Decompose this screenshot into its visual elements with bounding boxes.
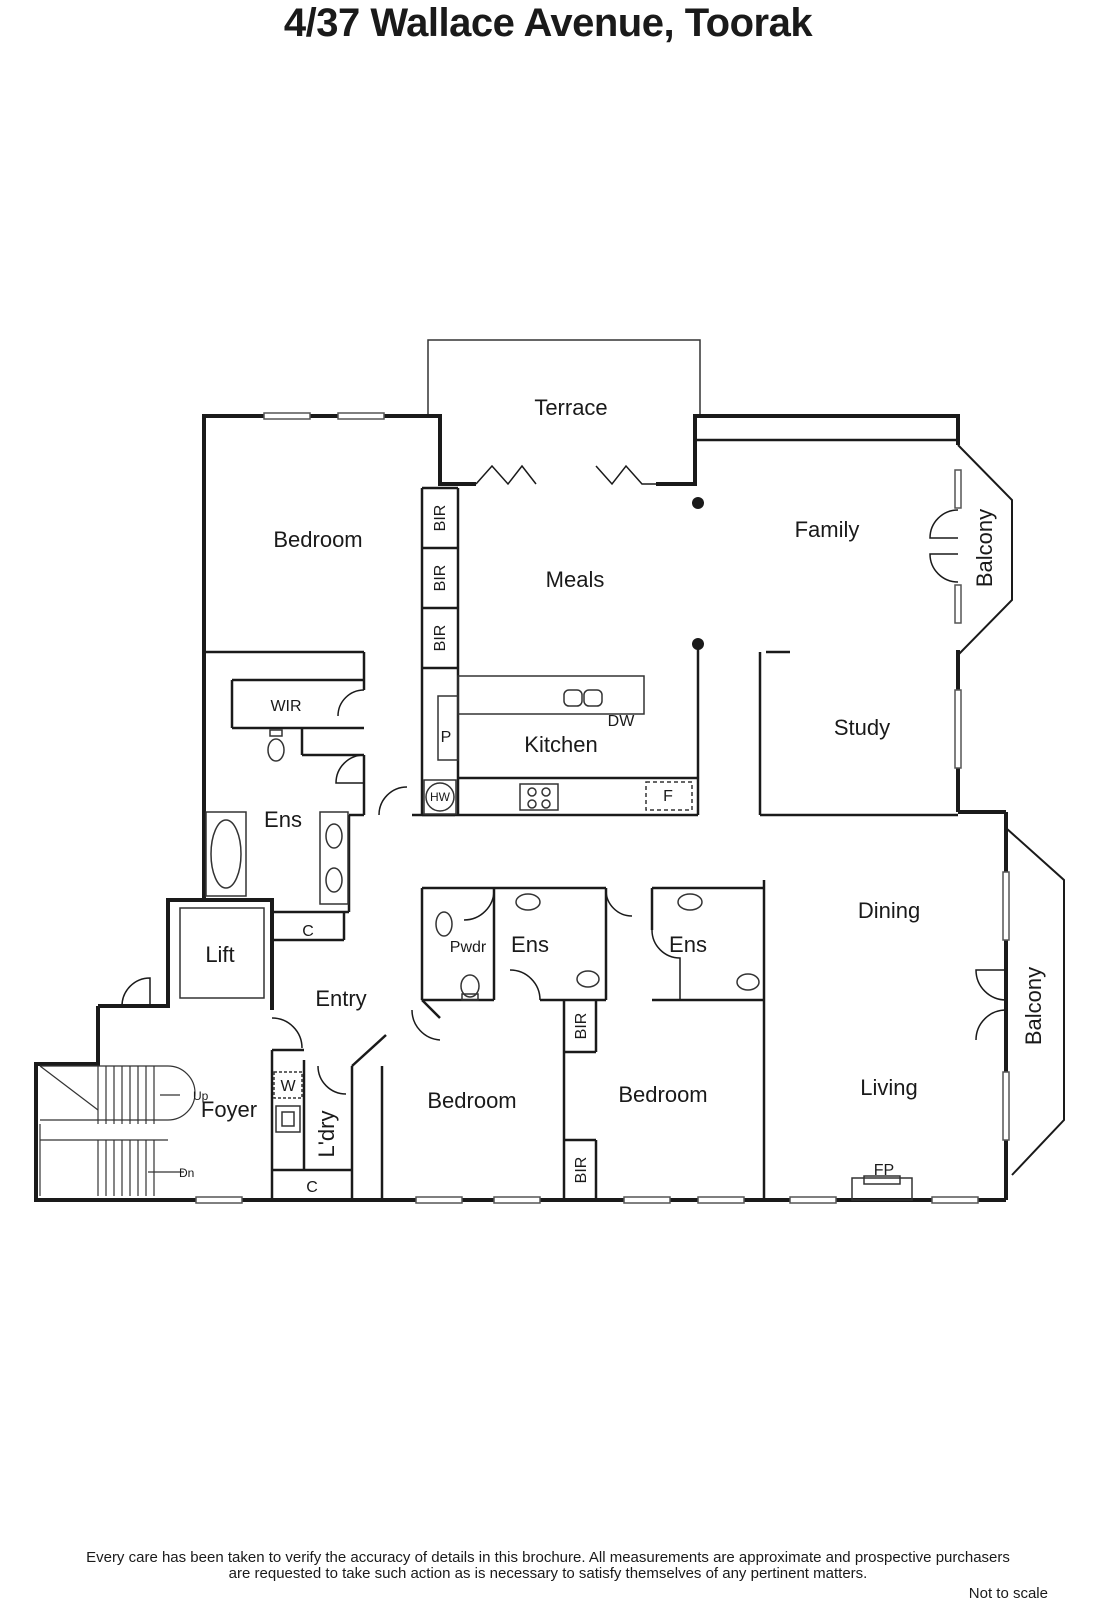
label-meals: Meals	[546, 567, 605, 592]
label-living: Living	[860, 1075, 917, 1100]
not-to-scale-note: Not to scale	[968, 1585, 1048, 1602]
column	[692, 497, 704, 509]
label-cupboard-1: C	[302, 923, 314, 940]
stair	[39, 1065, 196, 1196]
label-balcony-right: Balcony	[1021, 967, 1046, 1045]
column	[692, 638, 704, 650]
disclaimer-line-2: are requested to take such action as is …	[228, 1565, 868, 1582]
label-up: Up	[193, 1089, 209, 1103]
label-lift: Lift	[205, 942, 234, 967]
fixtures	[179, 675, 913, 1201]
terrace-outline	[427, 339, 701, 416]
label-family: Family	[795, 517, 860, 542]
label-bir-4: BIR	[573, 1013, 590, 1040]
label-bir-3: BIR	[432, 625, 449, 652]
label-laundry: L'dry	[314, 1111, 339, 1158]
label-kitchen: Kitchen	[524, 732, 597, 757]
label-bir-5: BIR	[573, 1157, 590, 1184]
label-ens-main: Ens	[264, 807, 302, 832]
doors	[121, 464, 1007, 1095]
windows	[195, 412, 1010, 1204]
label-ens-3: Ens	[669, 932, 707, 957]
disclaimer-line-1: Every care has been taken to verify the …	[86, 1549, 1010, 1566]
label-bedroom-3: Bedroom	[618, 1082, 707, 1107]
label-ens-2: Ens	[511, 932, 549, 957]
label-pwdr: Pwdr	[450, 939, 487, 956]
label-study: Study	[834, 715, 890, 740]
label-cupboard-2: C	[306, 1179, 318, 1196]
label-fp: FP	[874, 1162, 894, 1179]
label-dn: Dn	[179, 1166, 194, 1180]
label-dining: Dining	[858, 898, 920, 923]
label-hw: HW	[430, 790, 451, 804]
label-bir-2: BIR	[432, 565, 449, 592]
label-foyer: Foyer	[201, 1097, 257, 1122]
disclaimer: Every care has been taken to verify the …	[0, 1550, 1096, 1582]
interior-walls	[110, 438, 958, 1200]
label-entry: Entry	[315, 986, 366, 1011]
label-washer: W	[280, 1078, 296, 1095]
label-terrace: Terrace	[534, 395, 607, 420]
label-dw: DW	[608, 713, 636, 730]
page-title: 4/37 Wallace Avenue, Toorak	[283, 1, 813, 45]
label-bir-1: BIR	[432, 505, 449, 532]
label-wir: WIR	[270, 698, 301, 715]
label-balcony-top: Balcony	[972, 509, 997, 587]
label-bedroom-2: Bedroom	[427, 1088, 516, 1113]
label-bedroom-main: Bedroom	[273, 527, 362, 552]
balcony-outlines	[957, 444, 1065, 1176]
label-fridge: F	[663, 788, 673, 805]
label-pantry: P	[441, 729, 452, 746]
